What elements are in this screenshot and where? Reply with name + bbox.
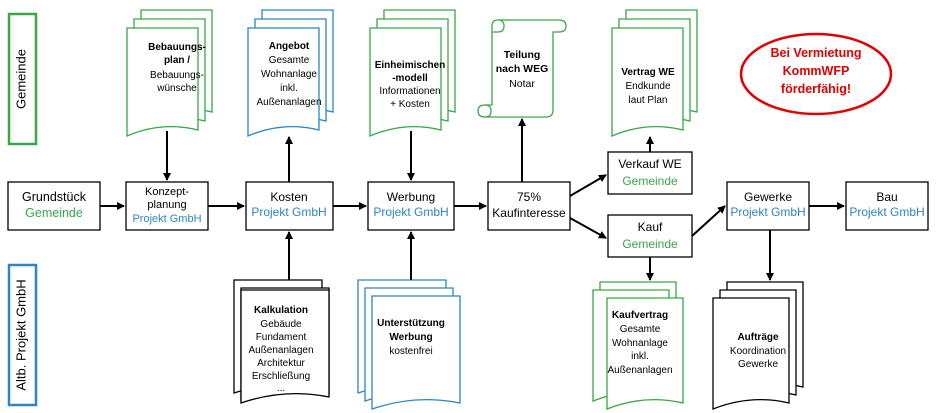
werbung-title: Werbung (387, 190, 435, 204)
gewerke-title: Gewerke (744, 190, 792, 204)
doc-unterstuetzung-title-2: Werbung (389, 332, 432, 343)
box-grundstueck (7, 181, 101, 231)
doc-kaufvertrag (592, 281, 684, 410)
doc-angebot-title: Angebot (269, 41, 310, 52)
callout-line-2: KommWFP (783, 64, 850, 78)
doc-vertrag-title: Vertrag WE (621, 67, 675, 78)
doc-angebot-line-4: Außenanlagen (256, 97, 321, 108)
doc-kaufvertrag-line-4: Außenanlagen (607, 365, 672, 376)
doc-teilung-line-1: Notar (509, 78, 535, 90)
box-gewerke (726, 181, 810, 231)
foerder-callout: Bei Vermietung KommWFP förderfähig! (739, 32, 893, 116)
box-verkauf (607, 151, 693, 195)
doc-vertrag-line-2: laut Plan (629, 95, 668, 106)
kauf-title: Kauf (638, 220, 663, 234)
doc-kalkulation-line-4: Architektur (257, 358, 305, 369)
doc-angebot (247, 9, 334, 137)
doc-bebauungsplan-line-2: wünsche (156, 83, 197, 94)
lane-gemeinde-label: Gemeinde (13, 49, 28, 109)
doc-einheimischen (369, 9, 456, 137)
kauf-sub: Gemeinde (622, 237, 678, 251)
box-konzept (125, 181, 209, 231)
bau-sub: Projekt GmbH (849, 205, 924, 219)
doc-kaufvertrag-title: Kaufvertrag (612, 310, 668, 321)
doc-kaufvertrag-line-2: Wohnanlage (612, 338, 668, 349)
arrow-kauf-gewerke (691, 205, 726, 237)
grundstueck-sub: Gemeinde (25, 206, 83, 220)
doc-teilung-title-2: nach WEG (496, 63, 549, 75)
doc-kaufvertrag-line-1: Gesamte (620, 324, 661, 335)
doc-angebot-line-1: Gesamte (269, 55, 310, 66)
doc-kalkulation-line-6: ... (277, 383, 285, 394)
lane-gemeinde: Gemeinde (7, 12, 38, 146)
doc-einheimischen-title-2: -modell (392, 73, 428, 84)
konzept-title-2: planung (147, 199, 186, 211)
bau-title: Bau (876, 190, 897, 204)
lane-projekt-label: Altb. Projekt GmbH (13, 279, 28, 390)
doc-unterstuetzung-line-1: kostenfrei (389, 346, 432, 357)
doc-bebauungsplan-title-1: Bebauungs- (148, 42, 206, 53)
callout-line-3: förderfähig! (781, 82, 851, 96)
konzept-sub: Projekt GmbH (132, 213, 201, 225)
doc-teilung-title-1: Teilung (504, 49, 541, 61)
kosten-sub: Projekt GmbH (251, 205, 326, 219)
doc-angebot-line-3: inkl. (280, 83, 298, 94)
doc-kalkulation-line-3: Außenanlagen (248, 345, 313, 356)
arrow-kaufinteresse-kauf (569, 217, 607, 239)
doc-kalkulation-title: Kalkulation (254, 305, 308, 316)
werbung-sub: Projekt GmbH (373, 205, 448, 219)
doc-kaufvertrag-line-3: inkl. (631, 351, 649, 362)
gewerke-sub: Projekt GmbH (730, 205, 805, 219)
doc-einheimischen-line-2: + Kosten (390, 99, 430, 110)
doc-auftraege (712, 281, 804, 410)
doc-bebauungsplan (126, 9, 213, 137)
doc-teilung-scroll (477, 19, 567, 118)
doc-unterstuetzung (357, 279, 461, 410)
doc-auftraege-line-2: Gewerke (738, 359, 778, 370)
konzept-title-1: Konzept- (145, 186, 189, 198)
verkauf-title: Verkauf WE (618, 157, 681, 171)
callout-line-1: Bei Vermietung (771, 46, 862, 60)
box-kauf (607, 214, 693, 258)
doc-auftraege-title: Aufträge (737, 332, 779, 343)
kaufinteresse-title-2: Kaufinteresse (492, 206, 566, 220)
lane-projekt: Altb. Projekt GmbH (7, 263, 38, 407)
doc-vertrag-line-1: Endkunde (625, 81, 670, 92)
doc-kalkulation (233, 279, 330, 404)
arrow-kaufinteresse-verkauf (569, 174, 607, 197)
doc-unterstuetzung-title-1: Unterstützung (377, 318, 445, 329)
doc-bebauungsplan-line-1: Bebauungs- (150, 70, 204, 81)
doc-auftraege-line-1: Koordination (730, 346, 786, 357)
doc-kalkulation-line-1: Gebäude (260, 319, 302, 330)
doc-kalkulation-line-5: Erschließung (252, 371, 310, 382)
box-bau (845, 181, 929, 231)
doc-einheimischen-line-1: Informationen (379, 86, 440, 97)
doc-vertrag (611, 9, 698, 137)
verkauf-sub: Gemeinde (622, 174, 678, 188)
doc-angebot-line-2: Wohnanlage (261, 69, 317, 80)
doc-bebauungsplan-title-2: plan / (164, 55, 190, 66)
kosten-title: Kosten (270, 190, 307, 204)
kaufinteresse-title-1: 75% (517, 190, 541, 204)
box-kaufinteresse (487, 181, 571, 231)
doc-kalkulation-line-2: Fundament (256, 332, 307, 343)
doc-einheimischen-title-1: Einheimischen (375, 60, 446, 71)
grundstueck-title: Grundstück (22, 190, 87, 204)
